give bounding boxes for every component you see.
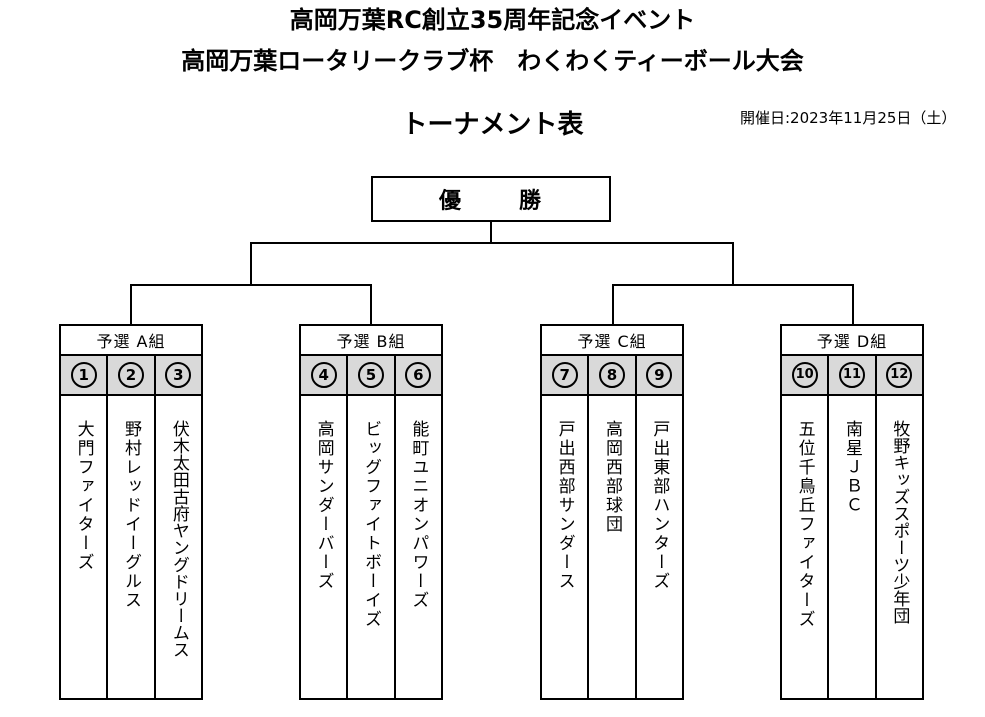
team-number-row: 10 11 12 [782, 356, 922, 396]
team-number: 9 [646, 362, 673, 388]
team-name: 伏木太田古府ヤングドリームス [168, 420, 189, 658]
team-name: 能町ユニオンパワーズ [408, 420, 429, 610]
team-number-row: 4 5 6 [301, 356, 441, 396]
team-number: 1 [70, 362, 97, 388]
group-header: 予選 A組 [61, 326, 201, 356]
page-subtitle: トーナメント表 [401, 110, 584, 140]
tournament-title: 高岡万葉ロータリークラブ杯 わくわくティーボール大会 [181, 47, 804, 75]
team-name-row: 高岡サンダーバーズ ビッグファイトボーイズ 能町ユニオンパワーズ [301, 396, 441, 698]
event-title: 高岡万葉RC創立35周年記念イベント [289, 6, 696, 34]
champion-char-1: 優 [438, 189, 463, 214]
team-name: 戸出東部ハンターズ [649, 420, 670, 591]
team-name: 高岡サンダーバーズ [313, 420, 334, 591]
group-b: 予選 B組 4 5 6 高岡サンダーバーズ ビッグファイトボーイズ 能町ユニオン… [299, 324, 443, 700]
group-d: 予選 D組 10 11 12 五位千鳥丘ファイターズ 南星ＪＢＣ 牧野キッズスポ… [780, 324, 924, 700]
team-number: 2 [117, 362, 144, 388]
team-name: 牧野キッズスポーツ少年団 [889, 420, 910, 624]
group-header: 予選 C組 [542, 326, 682, 356]
team-number: 6 [405, 362, 432, 388]
team-name-row: 大門ファイターズ 野村レッドイーグルス 伏木太田古府ヤングドリームス [61, 396, 201, 698]
event-date: 開催日:2023年11月25日（土） [740, 109, 957, 127]
team-name: 高岡西部球団 [601, 420, 622, 534]
group-a: 予選 A組 1 2 3 大門ファイターズ 野村レッドイーグルス 伏木太田古府ヤン… [59, 324, 203, 700]
team-number: 8 [598, 362, 625, 388]
team-number: 3 [165, 362, 192, 388]
group-header: 予選 D組 [782, 326, 922, 356]
team-name: ビッグファイトボーイズ [360, 420, 381, 629]
team-number: 5 [357, 362, 384, 388]
team-name-row: 五位千鳥丘ファイターズ 南星ＪＢＣ 牧野キッズスポーツ少年団 [782, 396, 922, 698]
team-number-row: 1 2 3 [61, 356, 201, 396]
team-name: 五位千鳥丘ファイターズ [794, 420, 815, 629]
team-name: 大門ファイターズ [73, 420, 94, 572]
team-number: 11 [838, 362, 865, 388]
group-header: 予選 B組 [301, 326, 441, 356]
team-name: 野村レッドイーグルス [120, 420, 141, 610]
team-number: 10 [791, 362, 818, 388]
team-name: 南星ＪＢＣ [841, 420, 862, 515]
team-name-row: 戸出西部サンダース 高岡西部球団 戸出東部ハンターズ [542, 396, 682, 698]
champion-box: 優 勝 [371, 176, 611, 222]
champion-char-2: 勝 [519, 189, 544, 214]
group-c: 予選 C組 7 8 9 戸出西部サンダース 高岡西部球団 戸出東部ハンターズ [540, 324, 684, 700]
team-number: 12 [886, 362, 913, 388]
team-number: 7 [551, 362, 578, 388]
team-name: 戸出西部サンダース [554, 420, 575, 591]
team-number-row: 7 8 9 [542, 356, 682, 396]
team-number: 4 [310, 362, 337, 388]
